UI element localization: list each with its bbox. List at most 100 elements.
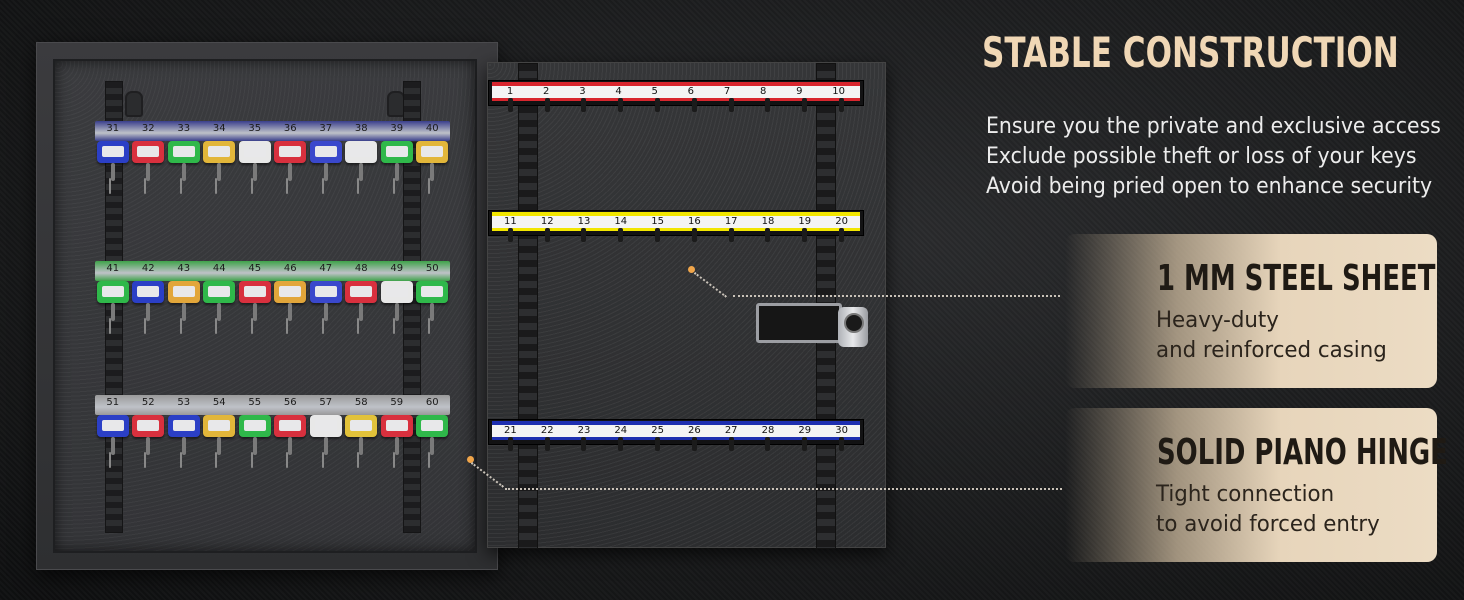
- key-hook: [618, 228, 624, 242]
- key-tag: [96, 281, 129, 321]
- key-hook: [581, 437, 587, 451]
- hinge-marker: [467, 456, 474, 463]
- key-hook: [765, 98, 771, 112]
- feature-card-steel-sheet: 1 MM STEEL SHEET Heavy-duty and reinforc…: [1065, 234, 1437, 388]
- key-tag: [345, 281, 378, 321]
- key-tag: [167, 281, 200, 321]
- hook-number: 12: [540, 216, 554, 227]
- hook-number: 60: [425, 397, 439, 408]
- hook-number: 23: [577, 425, 591, 436]
- hook-number: 26: [688, 425, 701, 436]
- callout-line: [505, 488, 1062, 490]
- key-tag-row: [95, 281, 450, 329]
- key-tag: [345, 415, 378, 455]
- hook-number: 9: [796, 86, 803, 97]
- key-tag: [416, 415, 449, 455]
- benefit-item: Avoid being pried open to enhance securi…: [986, 174, 1433, 199]
- cam-lock[interactable]: [756, 303, 868, 355]
- key-hook: [728, 228, 734, 242]
- key-hook: [544, 228, 550, 242]
- hook-number: 38: [354, 123, 368, 134]
- hook-number: 31: [106, 123, 120, 134]
- hook-number: 13: [577, 216, 591, 227]
- hook-number: 22: [540, 425, 554, 436]
- key-tag-row: [95, 415, 450, 463]
- key-hook: [618, 437, 624, 451]
- hook-number: 48: [354, 263, 368, 274]
- hook-number: 3: [579, 86, 586, 97]
- key-hook: [507, 98, 513, 112]
- key-hook: [655, 437, 661, 451]
- feature-description: Tight connection: [1156, 482, 1335, 507]
- key-hook: [691, 228, 697, 242]
- hook-number: 11: [504, 216, 517, 227]
- key-hook: [802, 228, 808, 242]
- key-tag: [380, 415, 413, 455]
- key-hook: [581, 98, 587, 112]
- hook-number: 46: [283, 263, 297, 274]
- hook-number: 57: [319, 397, 333, 408]
- key-hook: [544, 437, 550, 451]
- key-tag: [203, 415, 236, 455]
- hook-number: 37: [319, 123, 333, 134]
- hook-number: 53: [177, 397, 191, 408]
- hook-number: 10: [832, 86, 846, 97]
- hook-number: 21: [504, 425, 517, 436]
- feature-description: to avoid forced entry: [1156, 512, 1380, 537]
- hook-number: 8: [759, 86, 767, 97]
- key-tag: [309, 141, 342, 181]
- key-tag: [167, 141, 200, 181]
- benefit-item: Ensure you the private and exclusive acc…: [986, 114, 1441, 139]
- key-tag: [96, 415, 129, 455]
- hook-number: 42: [141, 263, 155, 274]
- key-tag: [132, 415, 165, 455]
- hook-number: 6: [687, 86, 695, 97]
- door-left-rail: [518, 63, 538, 549]
- hook-number: 17: [724, 216, 738, 227]
- feature-title: 1 MM STEEL SHEET: [1157, 258, 1436, 299]
- key-hook: [765, 228, 771, 242]
- hook-number: 16: [688, 216, 701, 227]
- keyhole-icon: [838, 307, 868, 347]
- key-tag: [345, 141, 378, 181]
- feature-description: Heavy-duty: [1156, 308, 1279, 333]
- hook-number: 20: [835, 216, 848, 227]
- key-hook: [618, 98, 624, 112]
- hook-number: 45: [248, 263, 262, 274]
- hook-number: 55: [248, 397, 262, 408]
- hook-number: 14: [614, 216, 628, 227]
- key-hook: [839, 437, 845, 451]
- key-tag: [96, 141, 129, 181]
- benefit-list: Ensure you the private and exclusive acc…: [986, 112, 1441, 202]
- key-tag: [309, 281, 342, 321]
- key-hook: [802, 437, 808, 451]
- page-title: STABLE CONSTRUCTION: [982, 28, 1399, 77]
- key-tag: [309, 415, 342, 455]
- key-tag: [416, 141, 449, 181]
- hook-number: 28: [761, 425, 775, 436]
- hook-number: 54: [212, 397, 226, 408]
- feature-title: SOLID PIANO HINGE: [1157, 432, 1448, 473]
- hook-number: 24: [614, 425, 628, 436]
- hook-number: 4: [615, 86, 622, 97]
- key-tag: [238, 415, 271, 455]
- steel-sheet-marker: [688, 266, 695, 273]
- feature-card-piano-hinge: SOLID PIANO HINGE Tight connection to av…: [1065, 408, 1448, 562]
- key-tag: [203, 281, 236, 321]
- hook-number: 40: [425, 123, 439, 134]
- hook-number: 58: [354, 397, 368, 408]
- hook-number: 25: [651, 425, 664, 436]
- key-tag-row: [95, 141, 450, 189]
- key-tag: [132, 141, 165, 181]
- hook-number: 43: [177, 263, 191, 274]
- key-tag: [132, 281, 165, 321]
- key-tag: [380, 281, 413, 321]
